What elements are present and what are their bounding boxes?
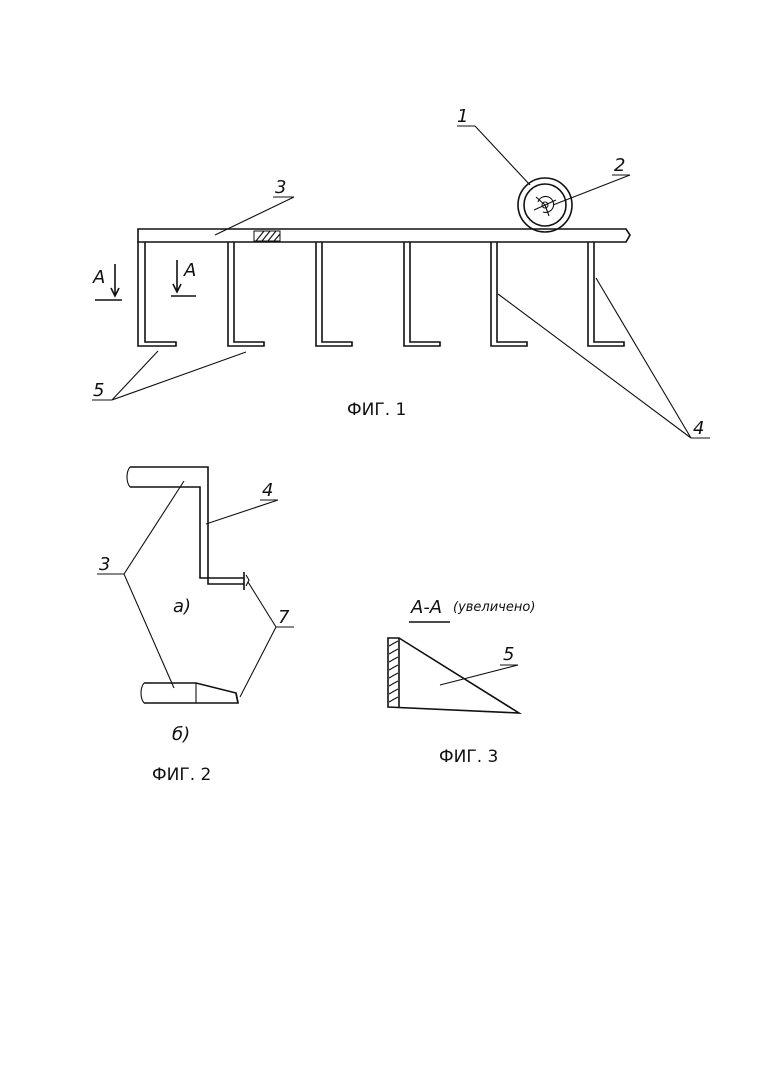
variant-a-label: а) — [173, 596, 191, 617]
section-mark-right: A — [171, 260, 196, 296]
section-mark-right-label: A — [183, 260, 196, 281]
fig3-callout-5: 5 — [440, 644, 518, 685]
figure-3-caption: ФИГ. 3 — [439, 747, 498, 767]
tines-4 — [228, 242, 624, 346]
fig2-callout-4-label: 4 — [262, 480, 273, 501]
figure-1-caption: ФИГ. 1 — [347, 400, 406, 420]
bar-3 — [138, 229, 630, 242]
callout-3: 3 — [215, 177, 294, 235]
tine-left — [138, 242, 176, 346]
figure-1: A A 1 2 3 4 5 ФИГ. 1 — [92, 106, 710, 439]
callout-1-label: 1 — [457, 106, 468, 127]
fig2-callout-3: 3 — [97, 481, 184, 688]
figure-2-caption: ФИГ. 2 — [152, 765, 211, 785]
fig2-callout-7: 7 — [240, 582, 294, 697]
callout-4: 4 — [498, 278, 710, 439]
callout-5: 5 — [92, 351, 246, 401]
fig2-callout-3-label: 3 — [99, 554, 110, 575]
callout-3-label: 3 — [275, 177, 286, 198]
figure-2: а) б) 3 4 7 ФИГ. 2 — [97, 467, 294, 785]
hub-2 — [534, 196, 556, 216]
foot-section-5 — [388, 638, 519, 713]
section-mark-left: A — [92, 264, 122, 300]
figure-3: А-А (увеличено) 5 ФИГ. 3 — [388, 597, 535, 767]
section-title: А-А — [410, 597, 442, 618]
callout-1: 1 — [457, 106, 530, 185]
fig3-callout-5-label: 5 — [503, 644, 514, 665]
fig2-callout-7-label: 7 — [278, 607, 290, 628]
fig2-variant-b: б) — [141, 683, 238, 745]
callout-2-label: 2 — [614, 155, 625, 176]
callout-5-label: 5 — [93, 380, 104, 401]
section-mark-left-label: A — [92, 267, 105, 288]
callout-4-label: 4 — [693, 418, 704, 439]
wheel-1 — [518, 178, 572, 232]
fig2-callout-4: 4 — [206, 480, 278, 524]
fig2-variant-a: а) — [127, 467, 249, 617]
variant-b-label: б) — [172, 724, 190, 745]
section-note: (увеличено) — [453, 600, 535, 615]
